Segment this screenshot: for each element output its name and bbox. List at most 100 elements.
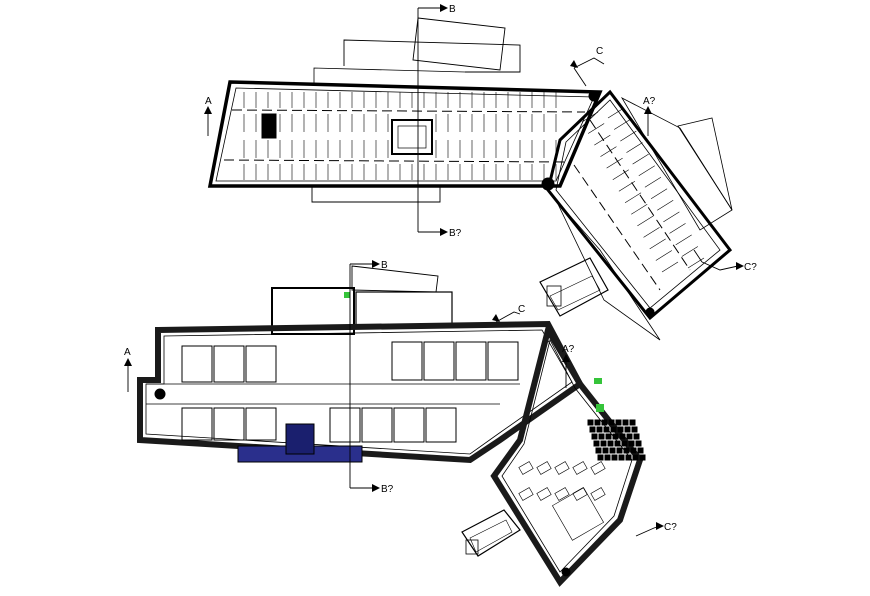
furniture-block (518, 461, 534, 475)
lower-auditorium-seats (587, 419, 646, 461)
section-label-b-lower: B (381, 260, 388, 271)
lower-accent-green-3 (344, 292, 350, 298)
auditorium-seat (609, 447, 616, 454)
auditorium-seat (630, 447, 637, 454)
auditorium-seat (598, 433, 605, 440)
furniture-block (536, 461, 552, 475)
auditorium-seat (622, 419, 629, 426)
parking-stall-line (638, 165, 655, 176)
upper-central-core (391, 119, 433, 155)
auditorium-seat (632, 454, 639, 461)
auditorium-seat (602, 447, 609, 454)
room-outline (393, 407, 425, 443)
lower-accent-green-2 (596, 404, 604, 412)
furniture-block (554, 487, 570, 501)
furniture-block (536, 487, 552, 501)
upper-ramp-node-2 (588, 90, 600, 102)
auditorium-seat (624, 426, 631, 433)
auditorium-seat (617, 426, 624, 433)
parking-stall-line (618, 180, 636, 192)
auditorium-seat (625, 454, 632, 461)
lower-external-stair (461, 509, 521, 557)
room-outline (213, 407, 245, 441)
upper-parking-stalls (243, 92, 557, 180)
lower-entrance-pool (285, 423, 315, 455)
parking-stall-line (600, 146, 617, 157)
auditorium-seat (615, 419, 622, 426)
parking-stall-line (643, 227, 660, 238)
lower-wing-inner (501, 338, 633, 573)
upper-roof-outline-tilted (412, 17, 506, 71)
upper-roof-outline (343, 39, 521, 73)
section-label-a-top: A (205, 96, 212, 107)
parking-stall-line (581, 111, 599, 123)
auditorium-seat (616, 447, 623, 454)
parking-stall-line (650, 188, 668, 200)
parking-stall-line (681, 246, 699, 257)
parking-stall-line (655, 250, 673, 261)
lower-wing-furniture (518, 461, 606, 541)
parking-stall-line (613, 119, 631, 130)
auditorium-seat (589, 426, 596, 433)
parking-stall-line (631, 204, 648, 215)
auditorium-seat (593, 440, 600, 447)
parking-stall-line (637, 215, 654, 227)
parking-stall-line (649, 238, 666, 250)
auditorium-seat (594, 419, 601, 426)
upper-main-inner (215, 87, 595, 182)
parking-stall-line (663, 211, 680, 223)
lower-node-2 (154, 388, 166, 400)
auditorium-seat (611, 454, 618, 461)
auditorium-seat (600, 440, 607, 447)
room-outline (423, 341, 455, 381)
auditorium-seat (618, 454, 625, 461)
upper-roof-outline-2 (313, 67, 466, 84)
room-outline (245, 407, 277, 441)
upper-core-inner (397, 125, 427, 149)
lower-accent-green-1 (594, 378, 602, 384)
parking-stall-line (620, 130, 637, 142)
auditorium-seat (605, 433, 612, 440)
furniture-block (552, 487, 604, 541)
parking-stall-line (612, 169, 629, 180)
auditorium-seat (595, 447, 602, 454)
section-label-a-end-lower: A? (562, 344, 575, 355)
parking-stall-line (594, 134, 611, 146)
upper-floor-plan (207, 17, 733, 341)
room-outline (245, 345, 277, 383)
section-label-a-end-top: A? (643, 96, 656, 107)
room-outline (361, 407, 393, 443)
upper-aisle-line-1 (231, 109, 586, 113)
upper-external-stair (539, 257, 609, 317)
auditorium-seat (639, 454, 646, 461)
parking-stall-line (626, 142, 643, 153)
upper-aisle-line-2 (223, 159, 566, 163)
upper-wing-aisle-2 (573, 164, 661, 291)
parking-stall-line (675, 234, 692, 246)
upper-main-outline (207, 80, 603, 188)
room-outline (455, 341, 487, 381)
parking-stall-line (661, 261, 679, 273)
parking-stall-line (657, 200, 674, 211)
auditorium-seat (628, 440, 635, 447)
furniture-block (572, 461, 588, 475)
room-outline (425, 407, 457, 443)
auditorium-seat (633, 433, 640, 440)
parking-stall-line (669, 223, 686, 234)
upper-plinth (311, 186, 441, 203)
section-label-b-end-top: B? (449, 228, 462, 239)
upper-wing-inner (555, 99, 721, 309)
section-cut-lines (127, 7, 739, 537)
parking-stall-line (587, 123, 605, 134)
auditorium-seat (591, 433, 598, 440)
room-outline (487, 341, 519, 381)
upper-ramp-node-1 (541, 177, 555, 191)
auditorium-seat (608, 419, 615, 426)
section-label-c-lower: C (518, 304, 525, 315)
auditorium-seat (635, 440, 642, 447)
upper-wing-extension (620, 97, 733, 231)
lower-wing-wall (490, 322, 644, 587)
auditorium-seat (619, 433, 626, 440)
